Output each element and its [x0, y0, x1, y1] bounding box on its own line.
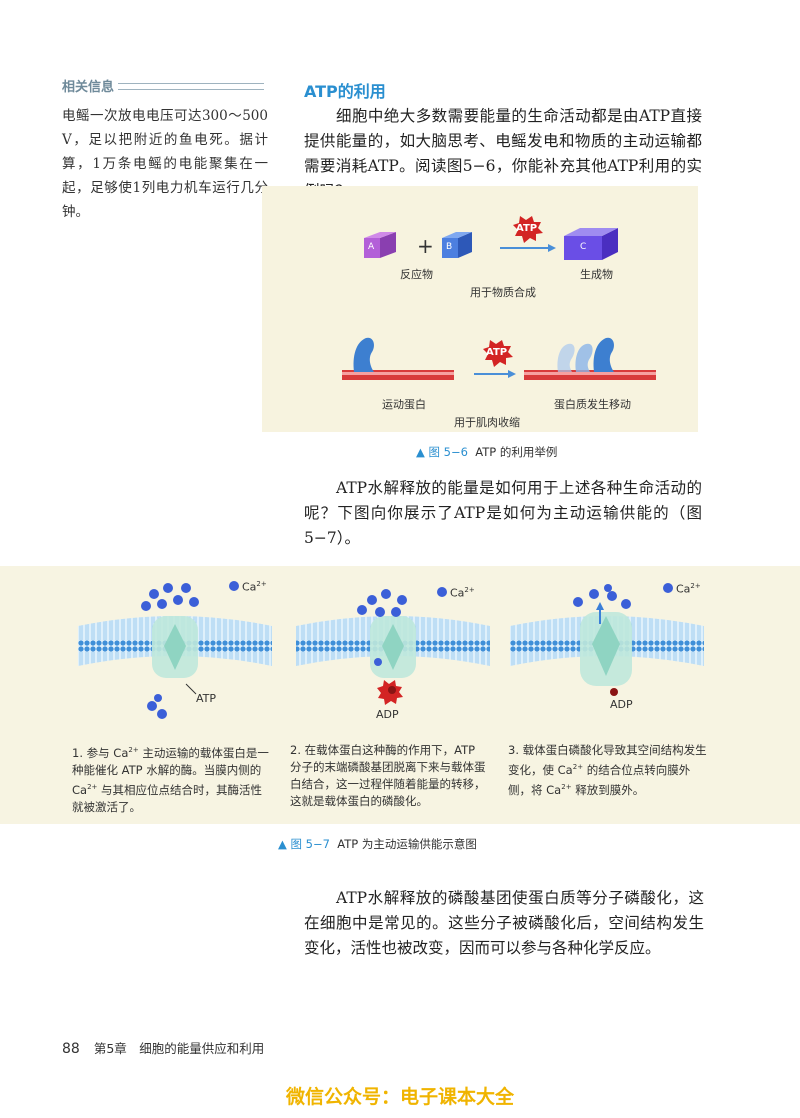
sidebar-heading-rule — [118, 83, 264, 90]
figure-active-transport: Ca2+ Ca2+ Ca2+ ATP ADP ADP 1. 参与 Ca2+ 主动… — [0, 566, 800, 824]
arrow-1-head — [548, 244, 556, 252]
page-footer: 88 第5章 细胞的能量供应和利用 — [62, 1038, 264, 1057]
cube-a-label: A — [368, 242, 375, 252]
ca-ions-outside-2 — [357, 589, 407, 617]
figure-active-transport-illustration — [78, 581, 704, 719]
adp-label-panel-2: ADP — [376, 708, 399, 721]
paragraph-3: ATP水解释放的磷酸基团使蛋白质等分子磷酸化，这在细胞中是常见的。这些分子被磷酸… — [304, 889, 704, 957]
ca-legend-icon-2 — [437, 587, 447, 597]
page-number: 88 — [62, 1041, 80, 1057]
label-use-synthesis: 用于物质合成 — [470, 286, 536, 299]
ca-legend-label-3: Ca2+ — [676, 582, 701, 596]
cube-b-label: B — [446, 242, 453, 252]
sidebar-heading: 相关信息 — [62, 80, 115, 95]
label-product: 生成物 — [580, 268, 613, 281]
motor-protein-ghost-1 — [557, 343, 575, 372]
caption-text: ATP 为主动运输供能示意图 — [337, 837, 477, 851]
motor-protein-left — [353, 337, 374, 372]
arrow-2-head — [508, 370, 516, 378]
step-3-text: 3. 载体蛋白磷酸化导致其空间结构发生变化，使 Ca2+ 的结合位点转向膜外侧，… — [508, 743, 707, 797]
ca-ions-inside-1 — [147, 694, 167, 719]
figure-5-6-caption: ▲ 图 5−6 ATP 的利用举例 — [416, 444, 557, 460]
figure-atp-uses-illustration — [342, 216, 656, 380]
figure-atp-uses: A B C + ATP ATP 反应物 生成物 用于物质合成 运动蛋白 蛋白质发… — [262, 186, 698, 432]
caption-number: 图 5−7 — [290, 837, 330, 851]
step-1-text: 1. 参与 Ca2+ 主动运输的载体蛋白是一种能催化 ATP 水解的酶。当膜内侧… — [72, 745, 269, 814]
ca-ions-outside-3 — [573, 584, 631, 609]
label-use-muscle: 用于肌肉收缩 — [454, 416, 520, 429]
chapter-title: 第5章 细胞的能量供应和利用 — [93, 1041, 265, 1056]
phosphate-group-2 — [388, 686, 396, 694]
ca-legend-icon-3 — [663, 583, 673, 593]
label-motor-protein: 运动蛋白 — [382, 398, 426, 411]
cube-b — [442, 232, 472, 258]
label-reactants: 反应物 — [400, 268, 433, 281]
ca-ions-outside-1 — [141, 583, 199, 611]
release-arrow-head — [596, 602, 604, 610]
carrier-channel-3 — [592, 616, 620, 676]
ca-legend-label-2: Ca2+ — [450, 586, 475, 600]
cube-a — [364, 232, 396, 258]
adp-label-panel-3: ADP — [610, 698, 633, 711]
phosphate-group-3 — [610, 688, 618, 696]
caption-triangle-icon: ▲ — [416, 445, 425, 459]
cube-c-label: C — [580, 242, 587, 252]
atp-pointer — [185, 683, 197, 695]
carrier-channel-2 — [382, 624, 404, 670]
watermark-text: 微信公众号：电子课本大全 — [285, 1086, 514, 1108]
atp-label-panel-1: ATP — [196, 692, 217, 705]
paragraph-2: ATP水解释放的能量是如何用于上述各种生命活动的呢？下图向你展示了ATP是如何为… — [304, 479, 702, 547]
label-protein-moving: 蛋白质发生移动 — [554, 398, 631, 411]
cube-c — [564, 228, 618, 260]
figure-5-7-caption: ▲ 图 5−7 ATP 为主动运输供能示意图 — [278, 836, 477, 852]
caption-number: 图 5−6 — [428, 445, 468, 459]
motor-protein-right — [593, 337, 614, 372]
section-title: ATP的利用 — [304, 82, 386, 101]
motor-protein-ghost-2 — [575, 343, 593, 372]
atp-burst-1 — [513, 216, 543, 243]
atp-label-1: ATP — [516, 223, 538, 234]
caption-triangle-icon: ▲ — [278, 837, 287, 851]
sidebar-text: 电鳐一次放电电压可达300～500 V，足以把附近的鱼电死。据计算，1万条电鳐的… — [62, 108, 268, 220]
plus-sign: + — [417, 234, 434, 258]
ca-legend-label-1: Ca2+ — [242, 580, 267, 594]
carrier-channel-1 — [164, 624, 186, 670]
atp-label-2: ATP — [486, 347, 508, 358]
caption-text: ATP 的利用举例 — [475, 445, 558, 459]
step-2-text: 2. 在载体蛋白这种酶的作用下，ATP 分子的末端磷酸基团脱离下来与载体蛋白结合… — [290, 743, 486, 808]
ca-ion-bound-2 — [374, 658, 382, 666]
atp-burst-2 — [483, 340, 513, 367]
ca-legend-icon-1 — [229, 581, 239, 591]
